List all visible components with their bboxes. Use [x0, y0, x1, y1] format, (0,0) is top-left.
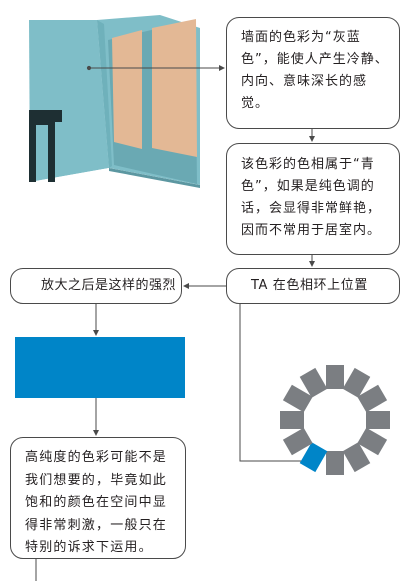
room-fireplace	[29, 110, 62, 182]
hue-wheel-segment	[342, 367, 371, 398]
hue-wheel-segment	[326, 451, 344, 475]
hue-wheel-segment	[282, 427, 313, 456]
hue-wheel-segment-highlighted	[299, 442, 328, 473]
hue-wheel-segment	[299, 367, 328, 398]
hue-wheel-segment	[280, 411, 304, 429]
hue-wheel-segment	[326, 365, 344, 389]
wall-description-text: 墙面的色彩为“灰蓝色”，能使人产生冷静、内向、意味深长的感觉。	[241, 30, 389, 111]
hue-wheel-segment	[357, 427, 388, 456]
hue-wheel-segment	[342, 442, 371, 473]
hue-wheel-segment	[366, 411, 390, 429]
room-curtain-right	[152, 19, 197, 157]
arrow-to-wheel-segment	[239, 304, 311, 464]
hue-description-box: 该色彩的色相属于“青色”，如果是纯色调的话，会显得非常鲜艳，因而不常用于居室内。	[226, 143, 400, 255]
wheel-position-box: TA 在色相环上位置	[226, 268, 400, 304]
high-saturation-text: 高纯度的色彩可能不是我们想要的，毕竟如此饱和的颜色在空间中显得非常刺激，一般只在…	[25, 450, 168, 555]
hue-wheel-segment	[357, 384, 388, 413]
room-curtain-left	[112, 30, 142, 149]
enlarged-box: 放大之后是这样的强烈	[10, 268, 182, 304]
high-saturation-box: 高纯度的色彩可能不是我们想要的，毕竟如此饱和的颜色在空间中显得非常刺激，一般只在…	[10, 437, 186, 559]
hue-description-text: 该色彩的色相属于“青色”，如果是纯色调的话，会显得非常鲜艳，因而不常用于居室内。	[241, 157, 382, 238]
wall-description-box: 墙面的色彩为“灰蓝色”，能使人产生冷静、内向、意味深长的感觉。	[226, 17, 400, 129]
wheel-position-text: TA 在色相环上位置	[251, 278, 368, 293]
enlarged-text: 放大之后是这样的强烈	[41, 278, 177, 293]
hue-wheel-segment	[282, 384, 313, 413]
